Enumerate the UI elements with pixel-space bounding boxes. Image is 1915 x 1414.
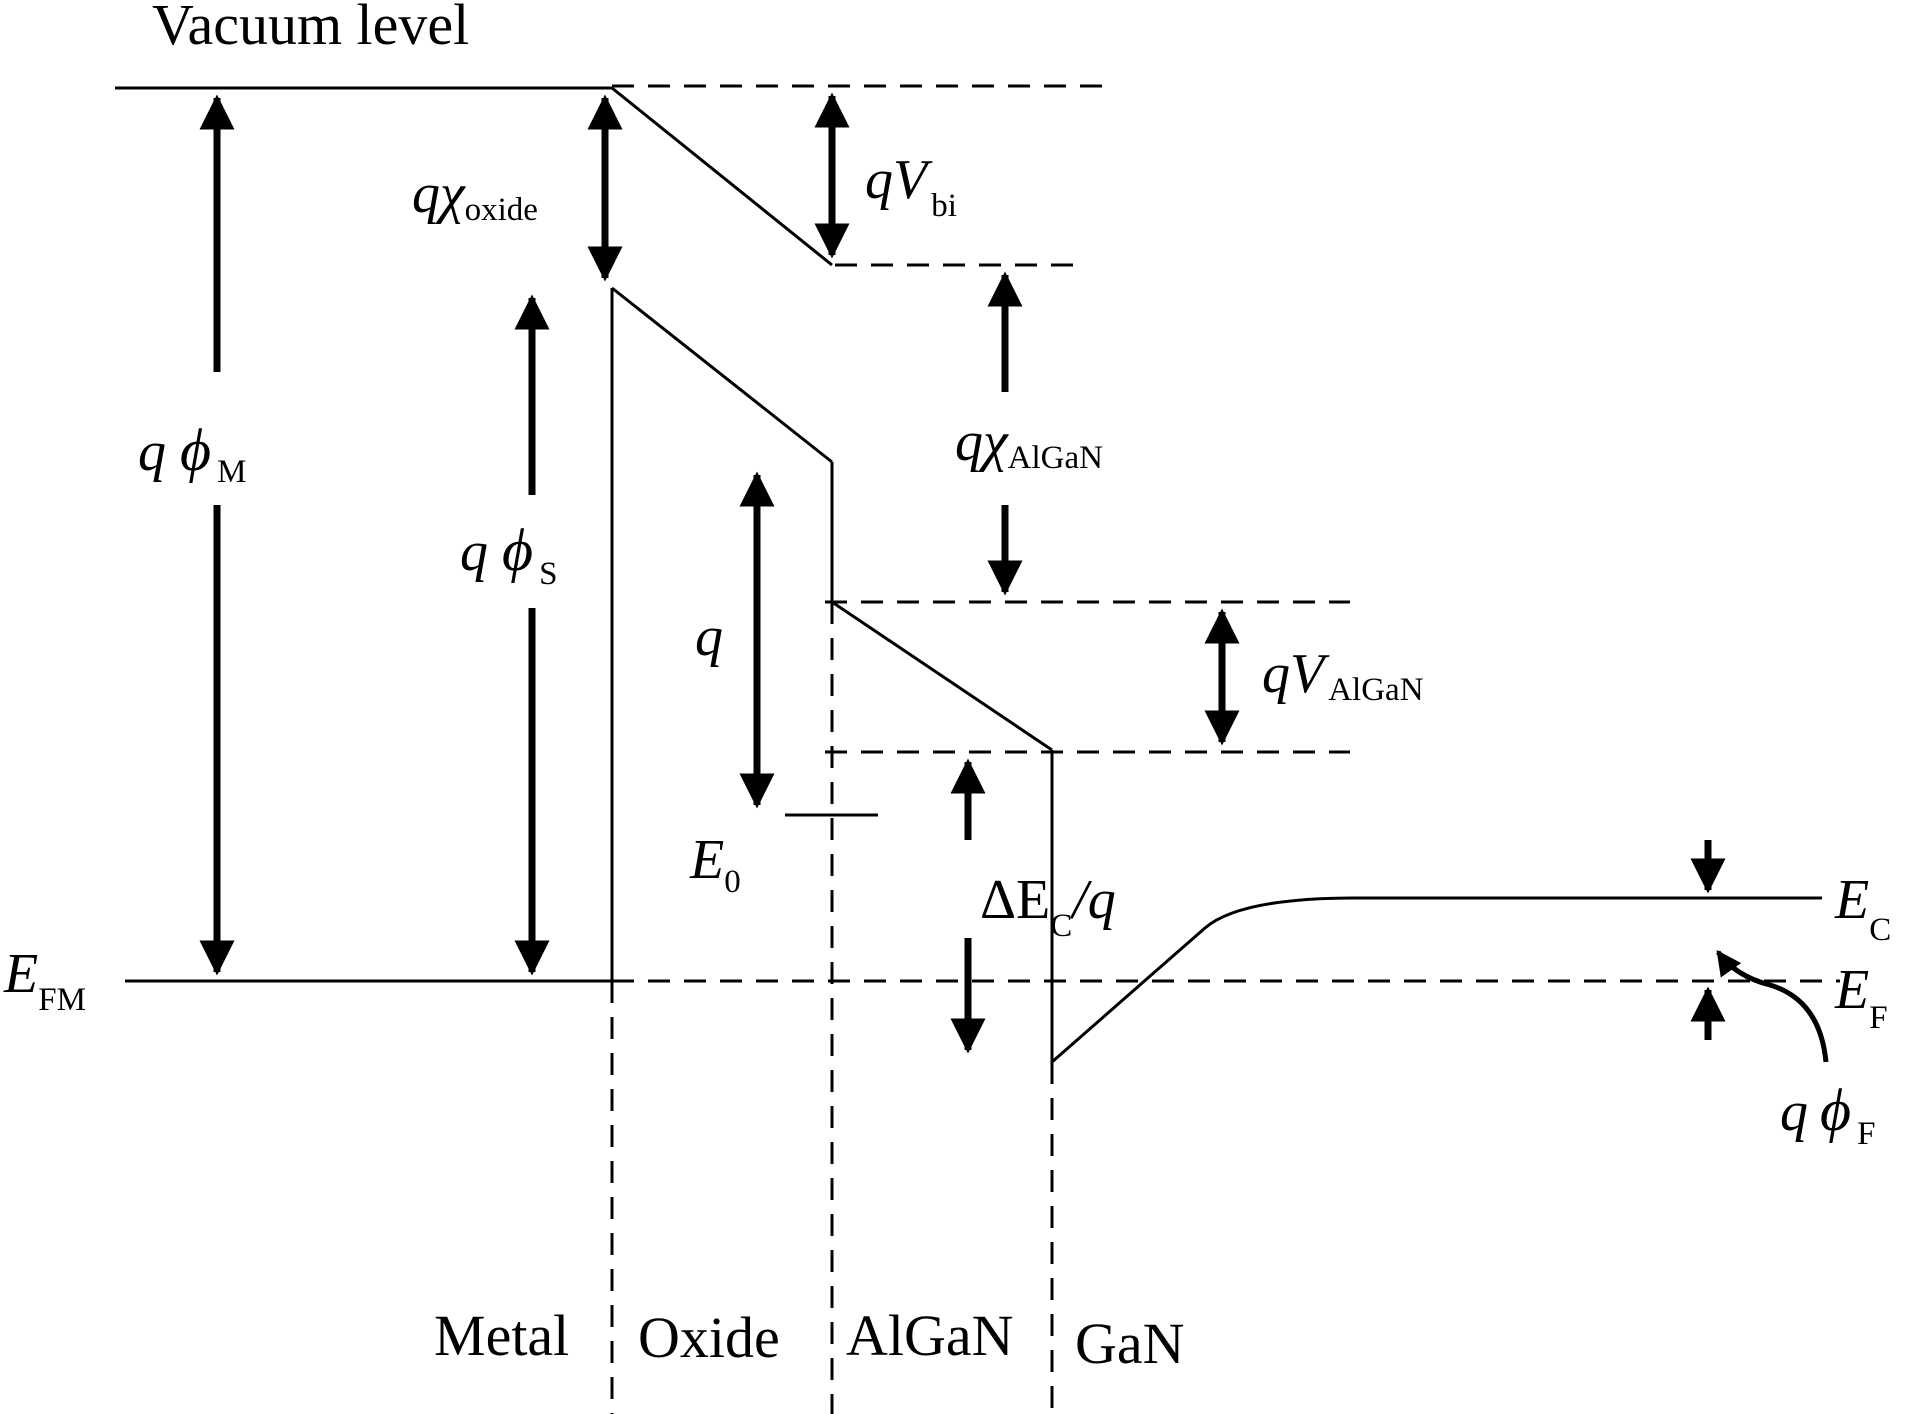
delta-ec-label: ΔEC/q: [980, 869, 1116, 944]
region-label-gan: GaN: [1075, 1311, 1185, 1376]
algan-conduction-band: [831, 600, 1053, 752]
dashed-lines: [610, 84, 1840, 1414]
region-label-metal: Metal: [434, 1303, 569, 1368]
arrows: [199, 92, 1829, 1063]
q-phi-f-curved-pointer: [1715, 949, 1829, 1063]
q-chi-algan-label: qχAlGaN: [955, 411, 1103, 476]
oxide-conduction-band: [611, 286, 833, 464]
vacuum-level-label: Vacuum level: [152, 0, 469, 57]
e-c-label: EC: [1834, 869, 1891, 948]
e-fm-label: EFM: [3, 943, 86, 1018]
e0-label: E0: [689, 829, 741, 900]
oxide-vacuum-slope: [611, 86, 833, 267]
e-f-label: EF: [1834, 959, 1888, 1036]
q-chi-oxide-label: qχoxide: [412, 163, 538, 228]
region-label-algan: AlGaN: [846, 1303, 1014, 1368]
region-label-oxide: Oxide: [638, 1305, 780, 1370]
gan-conduction-band: [1051, 896, 1822, 1064]
q-label: q: [695, 606, 723, 668]
band-lines: [115, 86, 1822, 1064]
